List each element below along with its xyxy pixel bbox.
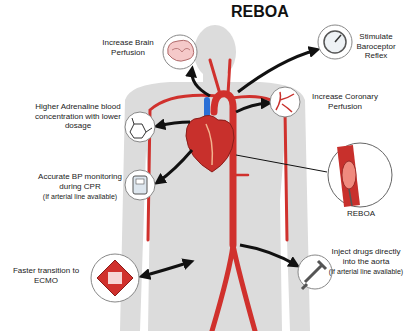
note-label: (If arterial line available)	[328, 268, 404, 276]
leader-line	[236, 155, 327, 172]
arrows	[143, 50, 316, 276]
benefit-label: Accurate BP monitoring during CPR	[30, 172, 130, 191]
benefit-label: Increase Brain Perfusion	[92, 38, 164, 57]
benefit-label: Increase Coronary Perfusion	[300, 92, 390, 111]
benefit-label: Stimulate Baroceptor Reflex	[348, 32, 404, 61]
benefit-label: Faster transition to ECMO	[4, 266, 88, 285]
vessels	[148, 60, 287, 331]
heart	[186, 115, 234, 172]
body-silhouette	[120, 25, 310, 331]
note-label: (If arterial line available)	[30, 193, 130, 201]
device-label: REBOA	[338, 209, 384, 219]
benefit-label: Inject drugs directly into the aorta	[328, 247, 404, 266]
diagram-title: REBOA	[231, 3, 289, 21]
benefit-label: Higher Adrenaline blood concentration wi…	[28, 102, 128, 131]
